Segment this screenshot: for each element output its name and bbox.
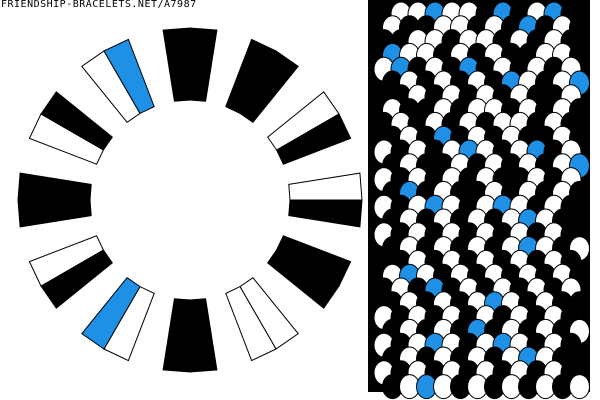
site-label: FRIENDSHIP-BRACELETS.NET/A7987 — [1, 0, 197, 10]
string-segment — [81, 277, 141, 350]
string-segment — [103, 38, 155, 115]
string-segment — [17, 199, 92, 228]
string-segment — [28, 235, 105, 287]
string-segment — [267, 249, 340, 309]
string-segment — [17, 172, 92, 201]
string-segment — [40, 91, 113, 151]
string-segment — [239, 50, 299, 123]
knot-pattern — [368, 0, 590, 400]
string-segment — [189, 298, 218, 373]
string-segment — [189, 27, 218, 102]
string-segment — [275, 113, 352, 165]
string-segment — [162, 298, 191, 373]
string-segment — [288, 199, 363, 228]
string-segment — [225, 285, 277, 362]
knot — [569, 374, 590, 400]
string-segment — [162, 27, 191, 102]
string-color-wheel — [17, 27, 363, 373]
string-segment — [288, 172, 363, 201]
